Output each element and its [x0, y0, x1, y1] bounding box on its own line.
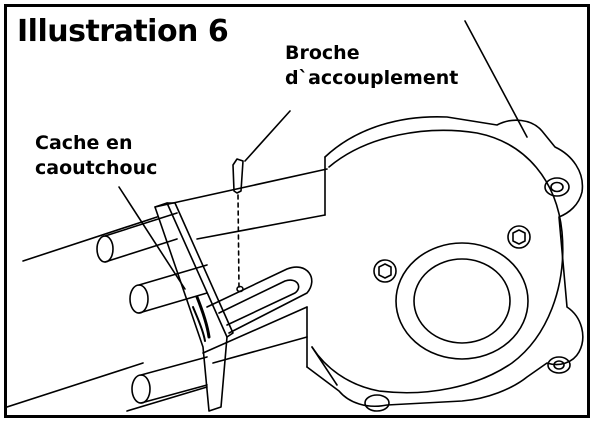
motor-housing — [306, 115, 584, 412]
assembly-drawing — [7, 20, 584, 412]
leader-lines — [118, 20, 528, 290]
rod-bottom-left — [7, 362, 144, 408]
shaft-body — [154, 168, 328, 364]
housing-front-face — [311, 129, 564, 394]
label-coupling-pin-line-2: d`accouplement — [285, 67, 459, 89]
screw-right — [507, 225, 531, 249]
figure-title: Illustration 6 — [17, 14, 229, 49]
label-rubber-cap: Cache en caoutchouc — [35, 131, 157, 181]
coupling-sleeve — [206, 266, 313, 334]
shaft-bottom-edge — [212, 336, 308, 364]
central-boss-inner — [413, 258, 511, 344]
coupling-pin — [232, 158, 244, 290]
leader-pin — [244, 110, 291, 162]
screw-left — [373, 259, 397, 283]
mounting-ear-top — [544, 177, 570, 197]
figure-frame: Illustration 6 Broche d`accouplement Cac… — [4, 4, 590, 418]
mounting-ear-bottom — [364, 394, 390, 412]
label-rubber-cap-line-2: caoutchouc — [35, 157, 158, 179]
mounting-ear-bottom-right — [547, 356, 571, 374]
rod-middle — [129, 264, 208, 314]
label-rubber-cap-line-1: Cache en — [35, 132, 133, 154]
shaft-lower-edge — [196, 214, 326, 240]
rod-bottom — [126, 356, 208, 412]
rubber-cap-plate — [154, 202, 234, 412]
leader-housing — [464, 20, 528, 138]
label-coupling-pin: Broche d`accouplement — [285, 41, 458, 91]
housing-side — [306, 156, 338, 386]
rod-top — [22, 212, 178, 263]
label-coupling-pin-line-1: Broche — [285, 42, 360, 64]
central-boss-outer — [395, 242, 529, 360]
leader-cap — [118, 186, 186, 290]
